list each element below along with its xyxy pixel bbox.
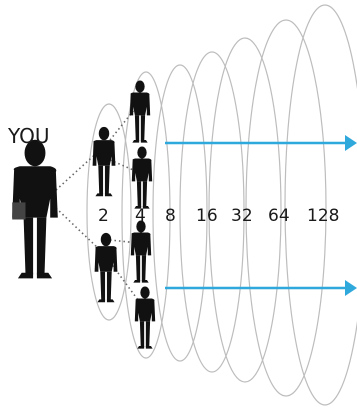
level-numbers: 2 4 8 16 32 64 128	[98, 206, 339, 226]
arrows	[165, 135, 357, 296]
level-number-64: 64	[268, 206, 290, 226]
level-number-32: 32	[231, 206, 253, 226]
ring-2	[86, 103, 132, 321]
person-icon	[129, 80, 151, 143]
person-icon	[134, 286, 156, 349]
ring-8	[152, 64, 208, 362]
ring-4	[121, 71, 171, 359]
you-label: YOU	[7, 124, 50, 148]
rings	[86, 4, 357, 406]
level-number-8: 8	[165, 206, 176, 226]
person-icon	[94, 232, 118, 303]
level-number-4: 4	[135, 206, 146, 226]
people	[12, 80, 156, 349]
ring-32	[208, 37, 282, 383]
person-icon	[92, 126, 116, 197]
person-icon	[130, 220, 152, 283]
level-number-16: 16	[196, 206, 218, 226]
ring-128	[284, 4, 357, 406]
level-number-128: 128	[307, 206, 339, 226]
person-icon	[131, 146, 153, 209]
person-icon	[12, 139, 58, 279]
ring-64	[245, 19, 327, 397]
level-number-2: 2	[98, 206, 109, 226]
ring-16	[179, 51, 245, 373]
